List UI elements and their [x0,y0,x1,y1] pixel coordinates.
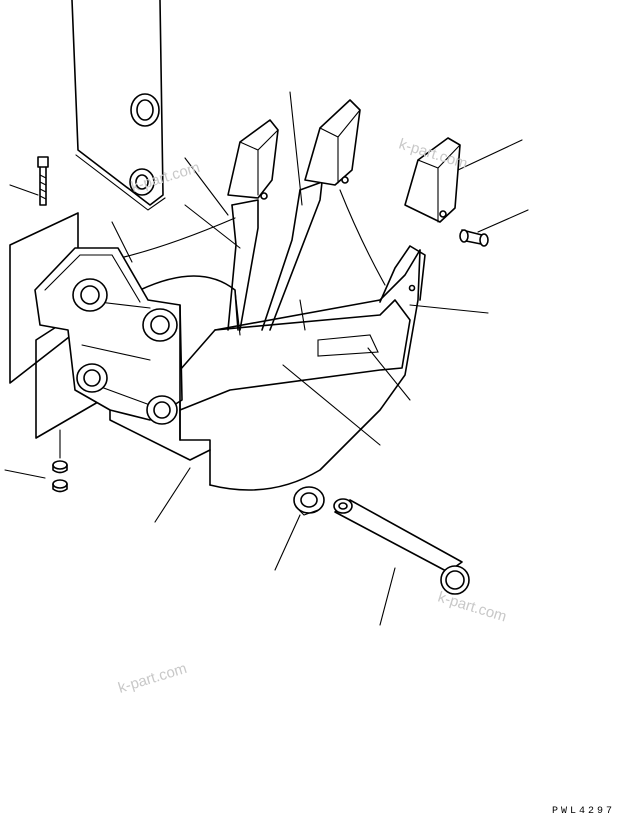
bucket-bracket [34,247,211,461]
washer-part [293,486,325,516]
drawing-code: PWL4297 [552,806,616,817]
bucket-pin-part [333,498,470,595]
leader-lines [4,91,529,626]
tooth-adapters [119,99,386,331]
bucket-body [139,245,426,491]
arm-part [71,0,166,211]
watermark-text: k-part.com [116,660,189,697]
watermark-text: k-part.com [129,159,202,196]
nut-parts [52,429,68,493]
watermark-text: k-part.com [436,589,509,626]
loose-tooth-part [404,137,461,223]
bolt-part [37,156,49,206]
tooth-pin-part [459,229,489,247]
